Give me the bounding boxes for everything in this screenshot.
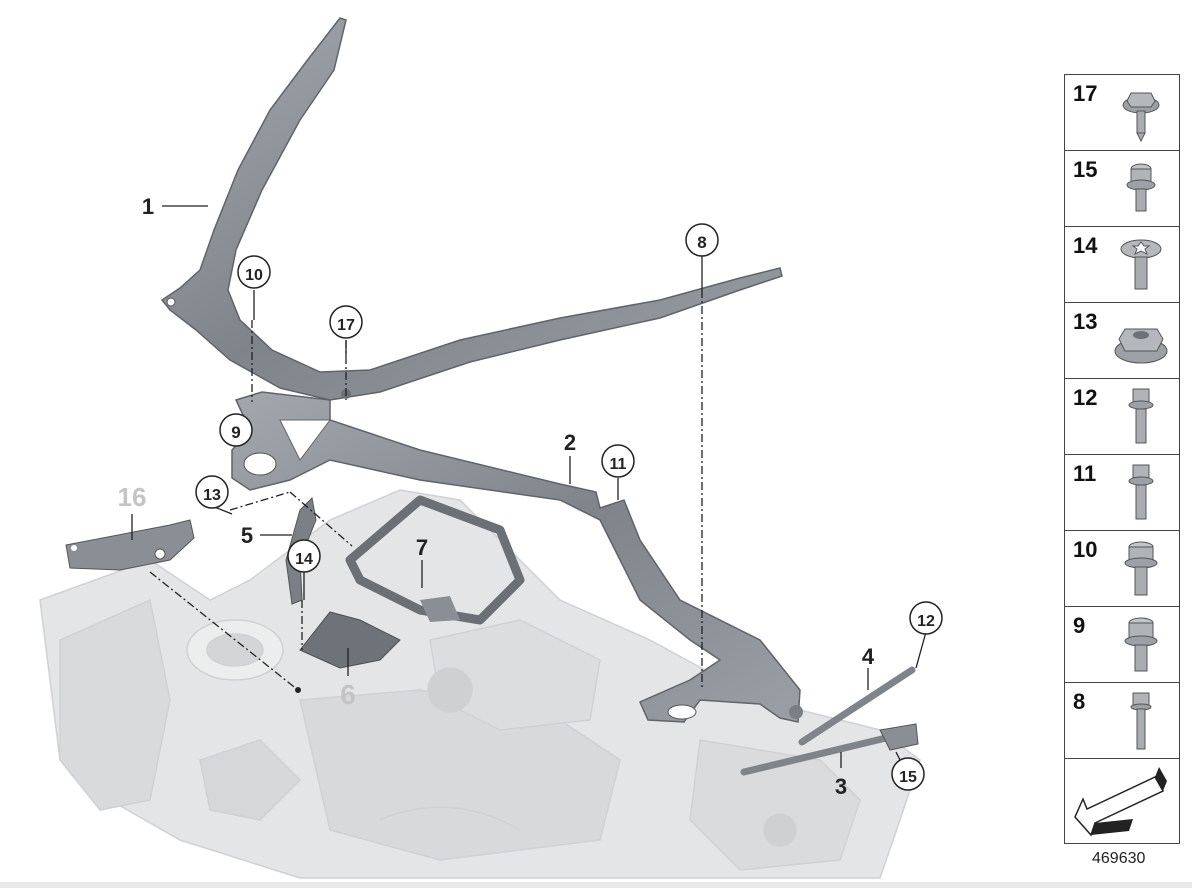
callout-16-label: 16 <box>118 482 147 512</box>
part-1-strut-brace <box>160 17 783 401</box>
assembly-lines <box>149 290 703 691</box>
legend-direction <box>1065 759 1179 837</box>
callout-7-label: 7 <box>416 535 428 560</box>
torx-bolt-long-icon <box>1128 388 1154 444</box>
callout-14-label: 14 <box>295 551 313 568</box>
callout-16: 16 <box>118 482 147 512</box>
fastener-legend: 17 15 14 13 12 <box>1064 74 1180 844</box>
legend-item-9: 9 <box>1065 607 1179 683</box>
callout-14: 14 <box>287 539 321 573</box>
part-2-lower-frame <box>231 391 803 723</box>
callout-3: 3 <box>835 774 847 799</box>
callout-3-label: 3 <box>835 774 847 799</box>
callout-5: 5 <box>241 523 253 548</box>
callout-1-label: 1 <box>142 194 154 219</box>
part-4-strut-rod <box>798 666 916 746</box>
legend-number: 11 <box>1073 461 1097 486</box>
part-6-mount-plate <box>299 611 401 669</box>
document-id: 469630 <box>1092 850 1146 867</box>
callout-8-label: 8 <box>697 233 706 252</box>
legend-item-13: 13 <box>1065 303 1179 379</box>
callout-4: 4 <box>862 644 875 669</box>
callout-12-label: 12 <box>917 613 935 630</box>
callout-leaders <box>131 205 927 777</box>
callout-13-label: 13 <box>203 487 221 504</box>
callout-8: 8 <box>685 223 719 257</box>
callout-1: 1 <box>142 194 154 219</box>
bottom-divider <box>0 882 1192 888</box>
legend-number: 17 <box>1073 81 1098 106</box>
torx-bolt-short-icon <box>1126 163 1156 212</box>
callout-13: 13 <box>195 475 229 509</box>
callout-10: 10 <box>237 255 271 289</box>
callout-9-label: 9 <box>231 423 240 442</box>
vehicle-body-structure <box>39 489 921 879</box>
callout-17-label: 17 <box>337 317 355 334</box>
legend-number: 14 <box>1073 233 1098 258</box>
legend-number: 13 <box>1073 309 1098 334</box>
legend-item-12: 12 <box>1065 379 1179 455</box>
callout-9: 9 <box>219 413 253 447</box>
callout-17: 17 <box>329 305 363 339</box>
callout-2: 2 <box>564 430 576 455</box>
legend-item-8: 8 <box>1065 683 1179 759</box>
part-3-strut-rod <box>740 723 919 776</box>
torx-bolt-long-icon <box>1128 464 1154 520</box>
callout-6-label: 6 <box>340 679 356 710</box>
legend-number: 8 <box>1073 689 1086 714</box>
legend-item-14: 14 <box>1065 227 1179 303</box>
hex-bolt-long-icon <box>1130 692 1152 750</box>
legend-item-15: 15 <box>1065 151 1179 227</box>
callout-7: 7 <box>416 535 428 560</box>
legend-item-10: 10 <box>1065 531 1179 607</box>
torx-flange-bolt-icon <box>1124 541 1158 596</box>
part-16-bracket <box>65 519 195 571</box>
hex-flange-nut-icon <box>1114 328 1168 364</box>
legend-number: 12 <box>1073 385 1098 410</box>
callout-2-label: 2 <box>564 430 576 455</box>
callout-4-label: 4 <box>862 644 875 669</box>
callout-15: 15 <box>891 757 925 791</box>
legend-number: 10 <box>1073 537 1098 562</box>
callout-12: 12 <box>909 601 943 635</box>
callout-6: 6 <box>340 679 356 710</box>
part-7-bracket-frame <box>345 495 525 625</box>
legend-number: 15 <box>1073 157 1098 182</box>
legend-number: 9 <box>1073 613 1086 638</box>
flange-bolt-hex-icon <box>1122 92 1160 143</box>
legend-item-11: 11 <box>1065 455 1179 531</box>
torx-collar-bolt-icon <box>1124 617 1158 672</box>
callout-15-label: 15 <box>899 769 917 786</box>
callout-10-label: 10 <box>245 267 263 284</box>
callout-11-label: 11 <box>610 456 627 473</box>
callout-11: 11 <box>601 444 635 478</box>
callout-5-label: 5 <box>241 523 253 548</box>
legend-item-17: 17 <box>1065 75 1179 151</box>
torx-bolt-washer-icon <box>1120 239 1162 290</box>
front-direction-arrow-icon <box>1074 767 1167 837</box>
